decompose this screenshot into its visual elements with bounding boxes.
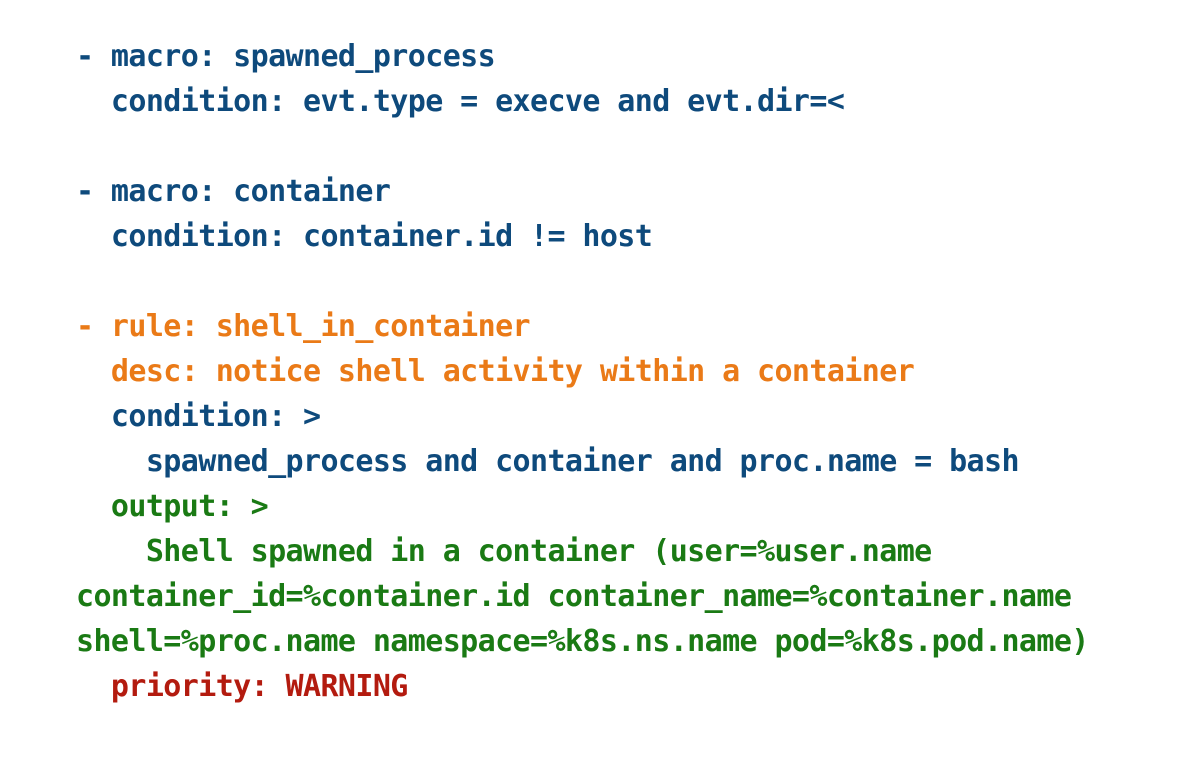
code-line: - macro: spawned_process [76, 39, 496, 74]
code-line-blank [76, 124, 1089, 169]
falco-rule-code-block: - macro: spawned_process condition: evt.… [76, 34, 1089, 709]
code-line: output: > [76, 489, 269, 524]
code-line: shell=%proc.name namespace=%k8s.ns.name … [76, 624, 1089, 659]
code-line: priority: WARNING [76, 669, 408, 704]
code-line: condition: evt.type = execve and evt.dir… [76, 84, 845, 119]
code-line-blank [76, 259, 1089, 304]
code-line: - macro: container [76, 174, 391, 209]
code-line: container_id=%container.id container_nam… [76, 579, 1072, 614]
code-line: Shell spawned in a container (user=%user… [76, 534, 932, 569]
code-line: condition: > [76, 399, 321, 434]
code-line: - rule: shell_in_container [76, 309, 531, 344]
code-line: desc: notice shell activity within a con… [76, 354, 915, 389]
code-line: spawned_process and container and proc.n… [76, 444, 1020, 479]
code-line: condition: container.id != host [76, 219, 653, 254]
